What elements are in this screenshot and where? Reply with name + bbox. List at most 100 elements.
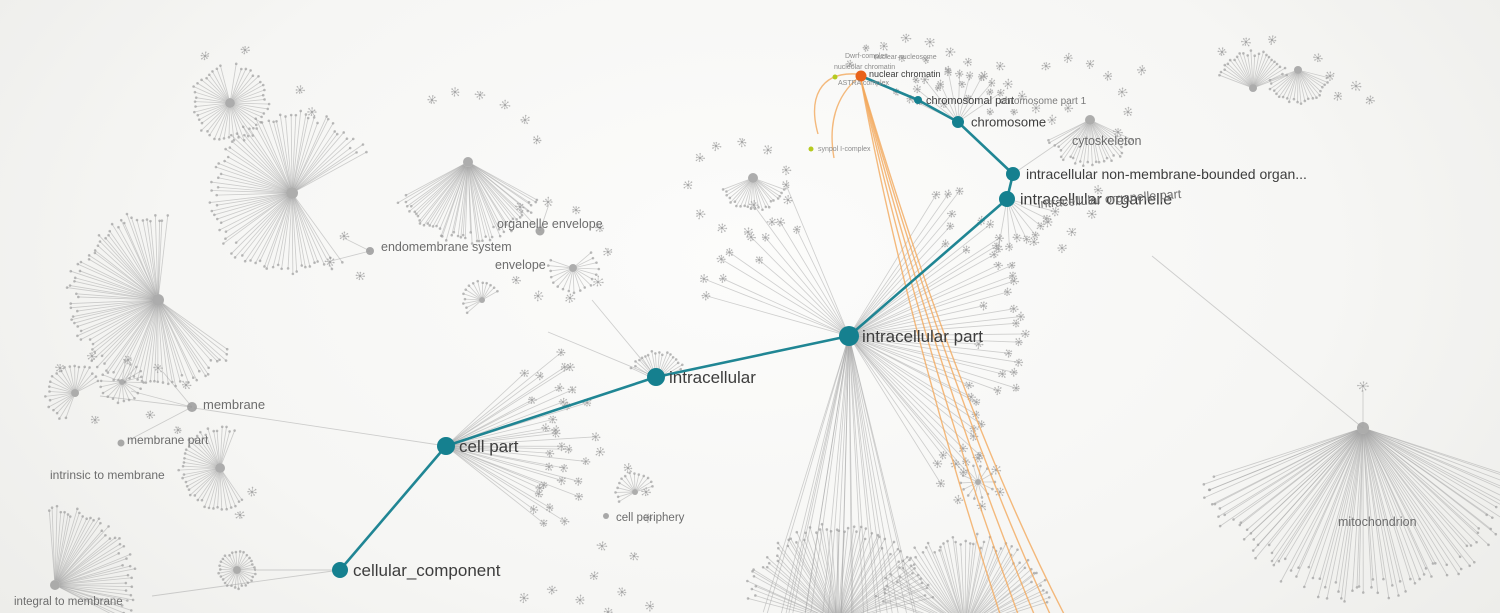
- star-glyph: [559, 517, 570, 526]
- star-glyph: [307, 107, 317, 117]
- star-glyph: [548, 415, 558, 424]
- node-intracellular[interactable]: [647, 368, 665, 386]
- star-glyph: [546, 585, 558, 595]
- node-intracellular_part[interactable]: [839, 326, 859, 346]
- star-glyph: [1012, 383, 1020, 392]
- star-glyph: [1020, 329, 1030, 339]
- fan-cluster: [208, 109, 368, 276]
- star-glyph: [897, 54, 906, 63]
- star-glyph: [1009, 304, 1019, 313]
- gray-term-node[interactable]: [117, 439, 125, 447]
- star-glyph: [783, 194, 793, 205]
- star-glyph: [712, 141, 722, 152]
- star-glyph: [529, 504, 539, 515]
- selected-path-edge: [831, 77, 859, 159]
- star-glyph: [545, 503, 554, 513]
- tiny-term-label[interactable]: synpol I-complex: [818, 146, 871, 153]
- fan-cluster: [99, 359, 145, 405]
- term-label[interactable]: mitochondrion: [1338, 515, 1417, 529]
- star-glyph: [234, 511, 245, 519]
- tiny-term-label[interactable]: nuclear nucleosome: [874, 54, 937, 61]
- node-cell_part[interactable]: [437, 437, 455, 455]
- star-glyph: [1313, 53, 1323, 63]
- term-label[interactable]: intrinsic to membrane: [50, 468, 165, 482]
- tiny-term-label[interactable]: chromosome part 1: [1000, 96, 1087, 107]
- star-glyph: [1057, 244, 1067, 254]
- star-glyph: [976, 500, 987, 512]
- term-label[interactable]: cytoskeleton: [1072, 134, 1142, 148]
- star-glyph: [994, 244, 1004, 253]
- term-label[interactable]: integral to membrane: [14, 596, 123, 608]
- node-label-chromosomal_part[interactable]: chromosomal part: [926, 95, 1014, 107]
- star-glyph: [934, 84, 942, 92]
- star-glyph: [591, 432, 601, 442]
- node-label-cell_part[interactable]: cell part: [459, 437, 519, 456]
- star-glyph: [955, 187, 964, 195]
- star-glyph: [123, 355, 133, 365]
- fan-cluster: [192, 62, 271, 142]
- term-label[interactable]: membrane part: [127, 433, 209, 447]
- star-glyph: [565, 293, 576, 303]
- star-glyph: [962, 57, 972, 67]
- star-glyph: [499, 99, 511, 110]
- star-glyph: [962, 245, 971, 254]
- node-label-intracellular_organelle[interactable]: intracellular organelle: [1020, 192, 1172, 209]
- star-glyph: [519, 369, 529, 377]
- gray-term-node[interactable]: [535, 226, 545, 236]
- star-glyph: [589, 571, 599, 581]
- tiny-term-label[interactable]: ASTRA complex: [838, 80, 889, 87]
- star-glyph: [572, 206, 581, 215]
- star-glyph: [603, 247, 613, 257]
- node-chromosome[interactable]: [952, 116, 964, 128]
- term-label[interactable]: membrane: [203, 397, 265, 412]
- star-glyph: [989, 250, 999, 259]
- term-label[interactable]: envelope: [495, 258, 546, 272]
- gray-term-node[interactable]: [366, 247, 374, 255]
- star-glyph: [574, 492, 584, 501]
- fan-cluster: [447, 348, 601, 527]
- star-glyph: [1006, 261, 1016, 269]
- fan-cluster: [1268, 66, 1329, 105]
- star-glyph: [1064, 102, 1074, 113]
- selected-path-edge: [860, 79, 1019, 613]
- star-glyph: [1022, 235, 1031, 244]
- tiny-term-label[interactable]: nuclear chromatin: [869, 69, 941, 79]
- star-glyph: [755, 256, 764, 264]
- star-glyph: [932, 460, 943, 469]
- node-intracellular_nmb_organelle[interactable]: [1006, 167, 1020, 181]
- tiny-term-label[interactable]: nucleolar chromatin: [834, 64, 895, 71]
- star-glyph: [533, 135, 542, 145]
- star-glyph: [594, 223, 605, 233]
- fan-cluster: [546, 251, 601, 295]
- node-nuclear_chromatin_node[interactable]: [855, 70, 867, 82]
- tiny-term-label[interactable]: Dwrf-complex: [845, 53, 888, 60]
- star-glyph: [1017, 90, 1027, 101]
- term-label[interactable]: organelle envelope: [497, 217, 603, 231]
- star-glyph: [557, 442, 566, 452]
- star-glyph: [1350, 80, 1362, 91]
- selected-path-edge: [860, 79, 1035, 613]
- node-cellular_component[interactable]: [332, 562, 348, 578]
- star-glyph: [1325, 71, 1335, 82]
- star-glyph: [565, 362, 575, 372]
- node-label-chromosome[interactable]: chromosome: [971, 115, 1046, 130]
- star-glyph: [559, 464, 569, 473]
- star-glyph: [782, 180, 790, 190]
- star-glyph: [1005, 242, 1014, 252]
- gray-term-node[interactable]: [603, 513, 609, 519]
- gray-edges: [99, 127, 1364, 597]
- node-label-intracellular_part[interactable]: intracellular part: [862, 327, 983, 346]
- node-label-intracellular_nmb_organelle[interactable]: intracellular non-membrane-bounded organ…: [1026, 166, 1307, 182]
- node-label-intracellular[interactable]: intracellular: [669, 368, 756, 387]
- term-label[interactable]: endomembrane system: [381, 240, 512, 254]
- node-label-cellular_component[interactable]: cellular_component: [353, 561, 501, 580]
- star-glyph: [683, 180, 693, 190]
- gray-term-node[interactable]: [187, 402, 197, 412]
- star-glyph: [295, 85, 306, 94]
- star-glyph: [900, 33, 912, 43]
- node-intracellular_organelle[interactable]: [999, 191, 1015, 207]
- star-glyph: [980, 70, 989, 82]
- term-label[interactable]: cell periphery: [616, 512, 685, 524]
- node-chromosomal_part[interactable]: [914, 96, 922, 104]
